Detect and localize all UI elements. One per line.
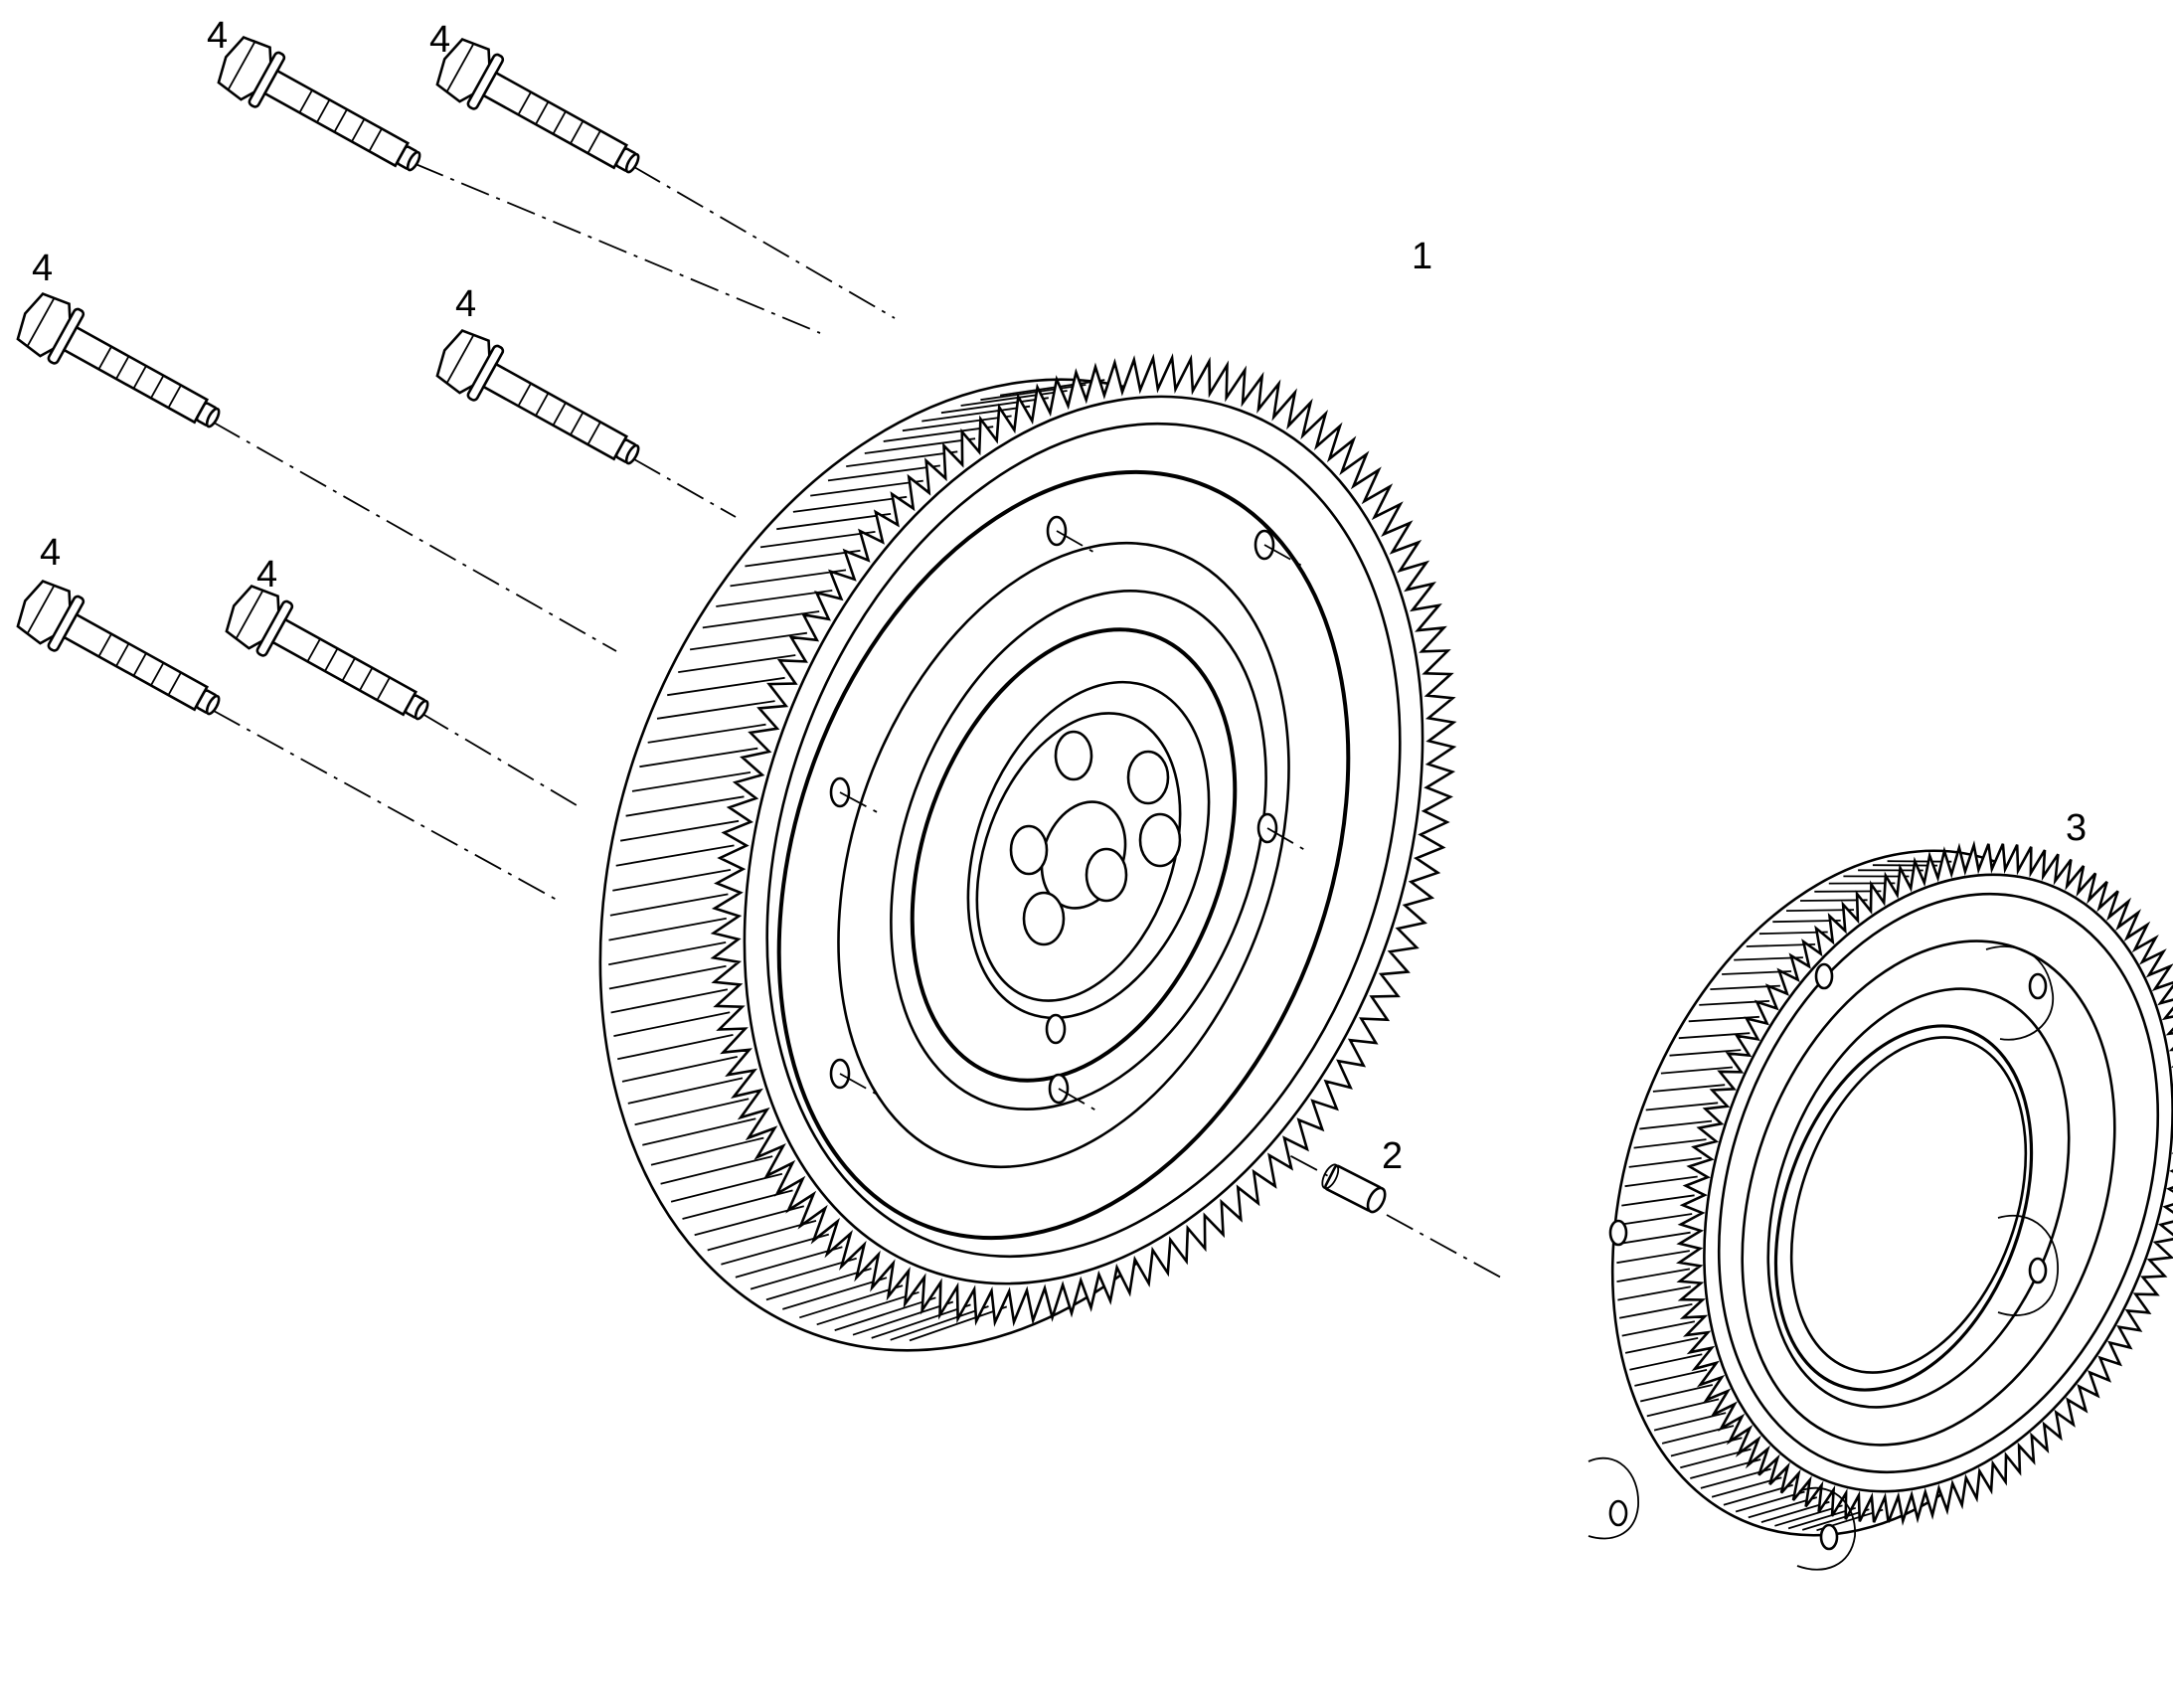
crank-hole-3 [1086, 849, 1126, 901]
ring-hole-6 [1821, 1525, 1837, 1549]
dowel-pin [1319, 1162, 1389, 1215]
bolt-shank [64, 614, 207, 709]
lug-left [1588, 1458, 1638, 1539]
centerline-bolt-4 [634, 459, 736, 517]
ring-hole-3 [1610, 1221, 1626, 1245]
bolt [11, 287, 232, 445]
ring-hole-1 [1816, 964, 1832, 988]
dowel-hole [1047, 1015, 1065, 1043]
ring-hole-2 [2030, 974, 2046, 998]
bolt-shank [483, 364, 626, 458]
callout-ring-gear: 3 [2066, 807, 2087, 849]
crank-hole-6 [1056, 732, 1091, 779]
bolt [220, 580, 440, 738]
callout-bolt: 4 [40, 532, 61, 574]
bolt-shank [483, 73, 626, 167]
centerline-bolt-5 [214, 711, 557, 900]
callout-bolt: 4 [207, 15, 228, 57]
callout-bolt: 4 [429, 19, 450, 61]
bolt [11, 575, 232, 733]
bolt [430, 324, 651, 482]
centerline-bolt-2 [634, 167, 895, 318]
callout-bolt: 4 [256, 554, 277, 596]
bolt [430, 33, 651, 191]
starter-ring-gear [1522, 777, 2173, 1610]
bolt-shank [272, 619, 416, 714]
callout-bolt: 4 [455, 283, 476, 325]
ring-hole-4 [2030, 1259, 2046, 1282]
callout-dowel-pin: 2 [1382, 1135, 1403, 1177]
centerline-bolt-6 [422, 714, 577, 805]
bolt [212, 31, 432, 189]
crank-hole-2 [1140, 814, 1180, 866]
callout-bolt: 4 [32, 248, 53, 289]
crank-hole-5 [1011, 826, 1047, 874]
centerline-dowel-to-ring [1387, 1215, 1501, 1278]
callout-flywheel: 1 [1412, 236, 1432, 277]
crank-hole-4 [1024, 893, 1064, 944]
bolt-shank [264, 71, 408, 165]
crank-hole-1 [1128, 752, 1168, 803]
bolt-shank [64, 327, 207, 422]
ring-hole-5 [1610, 1501, 1626, 1525]
flywheel-bolts [11, 31, 651, 738]
